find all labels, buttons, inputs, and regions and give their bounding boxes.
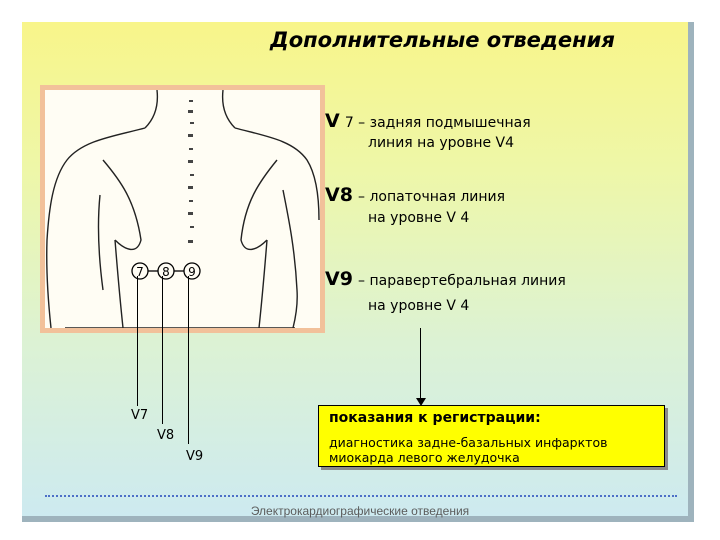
lead-v8-text: – лопаточная линия [358,189,506,205]
lead-v7-row: V 7 – задняя подмышечная [325,110,531,132]
wire-label-v9: V9 [186,449,204,464]
electrode-label-7: 7 [136,265,144,279]
lead-v7-level: линия на уровне V4 [368,135,515,151]
indication-line-2: миокарда левого желудочка [329,450,520,465]
footer-text: Электрокардиографические отведения [250,504,470,518]
back-illustration: 7 8 9 [40,85,325,333]
indication-box: показания к регистрации: диагностика зад… [318,405,665,467]
wire-label-v7: V7 [131,408,149,423]
lead-v7-text: 7 – задняя подмышечная [344,115,531,131]
indication-body: диагностика задне-базальных инфарктов ми… [329,435,654,465]
back-outline-drawing: 7 8 9 [46,90,320,328]
lead-v9-row: V9 – паравертебральная линия [325,268,566,290]
indication-title: показания к регистрации: [329,410,541,426]
wire-v7 [137,276,138,406]
slide-title: Дополнительные отведения [270,28,615,52]
indication-arrow-line [420,328,421,400]
wire-v9 [188,276,189,444]
lead-v8-name: V8 [325,184,353,206]
lead-v8-row: V8 – лопаточная линия [325,184,505,206]
lead-v9-level: на уровне V 4 [368,298,470,314]
footer-divider [45,495,677,497]
wire-label-v8: V8 [157,428,175,443]
wire-v8 [162,276,163,424]
electrode-label-9: 9 [188,265,196,279]
arrow-down-icon [416,398,426,406]
lead-v7-name: V [325,110,340,132]
lead-v9-text: – паравертебральная линия [358,273,566,289]
indication-line-1: диагностика задне-базальных инфарктов [329,435,608,450]
lead-v9-name: V9 [325,268,353,290]
lead-v8-level: на уровне V 4 [368,210,470,226]
electrode-label-8: 8 [162,265,170,279]
